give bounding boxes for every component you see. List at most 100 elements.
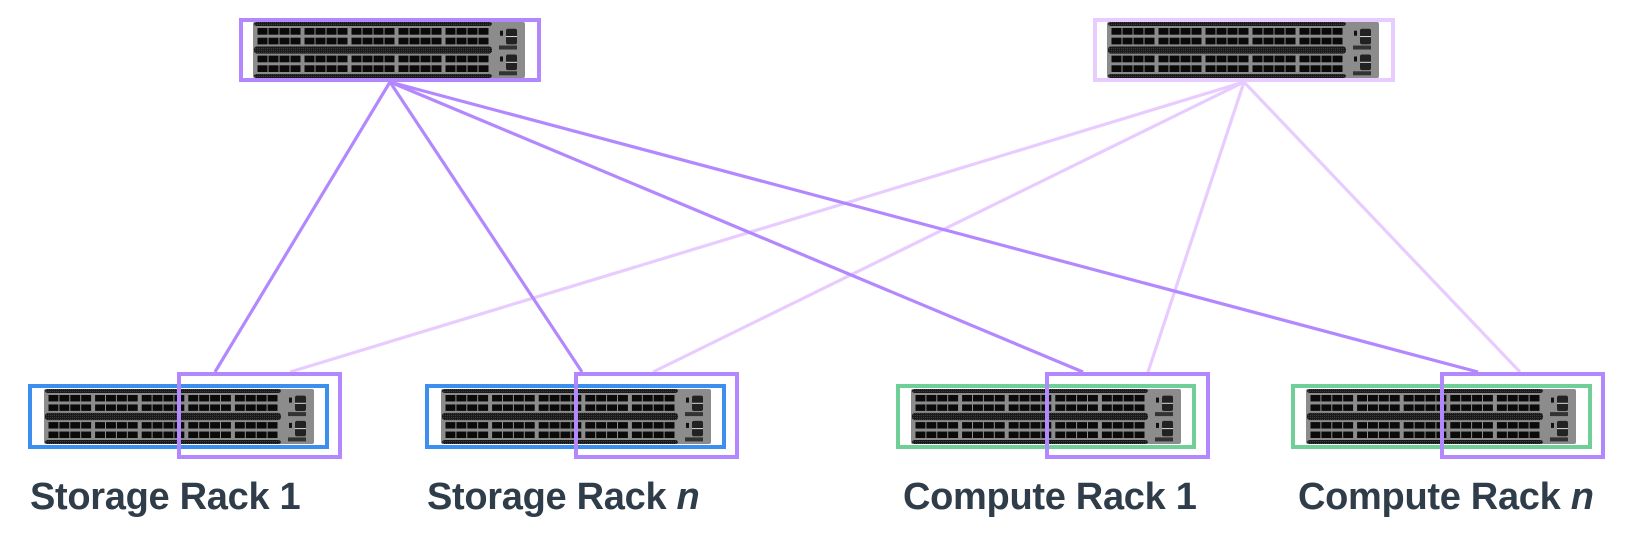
vent-strip: [254, 74, 492, 78]
port: [304, 28, 315, 35]
compute-rack-n-uplink-frame[interactable]: [1440, 372, 1605, 459]
port: [59, 431, 70, 438]
port: [267, 395, 278, 402]
port: [362, 37, 373, 45]
port: [116, 431, 127, 438]
port: [1158, 28, 1169, 35]
link-spine-2-to-compute-n: [1242, 80, 1522, 374]
port: [445, 65, 456, 72]
port: [994, 404, 1005, 411]
port: [1112, 395, 1123, 402]
port: [1321, 395, 1332, 402]
port: [1414, 404, 1425, 411]
port: [962, 431, 972, 438]
grill: [685, 412, 703, 417]
port: [1134, 395, 1145, 402]
port: [618, 422, 628, 429]
port: [1274, 65, 1285, 72]
label-text: Storage Rack: [427, 476, 677, 518]
port: [631, 395, 642, 402]
port: [926, 431, 937, 438]
port: [257, 65, 268, 72]
port: [1158, 55, 1169, 63]
port: [351, 28, 362, 35]
port: [210, 404, 220, 411]
port: [478, 65, 489, 72]
port: [210, 431, 220, 438]
port: [1133, 28, 1144, 35]
port: [948, 404, 959, 411]
spine-switch-2-frame[interactable]: [1093, 18, 1395, 82]
port: [973, 395, 983, 402]
grill: [288, 412, 306, 417]
port: [1019, 431, 1030, 438]
port: [351, 37, 362, 45]
port: [1496, 404, 1507, 411]
port: [431, 37, 442, 45]
port: [585, 404, 596, 411]
port: [1310, 404, 1321, 411]
port: [1285, 28, 1296, 35]
storage-rack-1-uplink-frame[interactable]: [177, 372, 342, 459]
port: [1180, 55, 1191, 63]
port: [279, 37, 290, 45]
port: [478, 431, 489, 438]
port: [1112, 422, 1123, 429]
status-led: [1551, 422, 1554, 428]
storage-rack-n-label: Storage Rack n: [427, 474, 700, 520]
port: [1529, 431, 1540, 438]
port: [1368, 395, 1378, 402]
port: [431, 28, 442, 35]
port: [1357, 404, 1367, 411]
port: [70, 422, 81, 429]
port: [1496, 395, 1507, 402]
port: [267, 404, 278, 411]
port: [456, 37, 467, 45]
port: [524, 404, 535, 411]
port: [1461, 431, 1472, 438]
status-led: [500, 56, 503, 62]
port: [290, 65, 301, 72]
port: [398, 55, 409, 63]
switch-chassis: [1107, 22, 1379, 78]
port: [268, 65, 279, 72]
link-spine-1-to-compute-n: [389, 80, 1479, 374]
grill: [1155, 437, 1173, 442]
port: [467, 37, 478, 45]
link-spine-1-to-storage-n: [388, 81, 584, 373]
port: [256, 404, 267, 411]
port: [478, 37, 489, 45]
compute-rack-1-uplink-frame[interactable]: [1045, 372, 1210, 459]
port: [1077, 395, 1087, 402]
port: [1332, 395, 1343, 402]
label-suffix: 1: [279, 476, 301, 518]
port: [48, 395, 59, 402]
port: [1472, 422, 1482, 429]
port: [70, 431, 81, 438]
port: [1425, 422, 1436, 429]
vent-strip: [1307, 412, 1543, 421]
port: [398, 37, 409, 45]
port: [607, 395, 617, 402]
port: [962, 404, 972, 411]
port: [337, 65, 348, 72]
port: [221, 395, 231, 402]
port: [478, 404, 489, 411]
storage-rack-n-uplink-frame[interactable]: [574, 372, 739, 459]
port: [1030, 431, 1041, 438]
port: [1368, 431, 1378, 438]
port: [290, 28, 301, 35]
port: [48, 422, 59, 429]
port: [127, 404, 138, 411]
port: [513, 422, 524, 429]
port: [456, 422, 467, 429]
vent-strip: [45, 440, 281, 444]
spine-switch-1-frame[interactable]: [239, 18, 541, 82]
port: [1088, 404, 1098, 411]
port: [1216, 28, 1227, 35]
port: [199, 404, 210, 411]
port: [373, 28, 384, 35]
port: [1008, 404, 1019, 411]
port: [456, 28, 467, 35]
port: [1180, 37, 1191, 45]
